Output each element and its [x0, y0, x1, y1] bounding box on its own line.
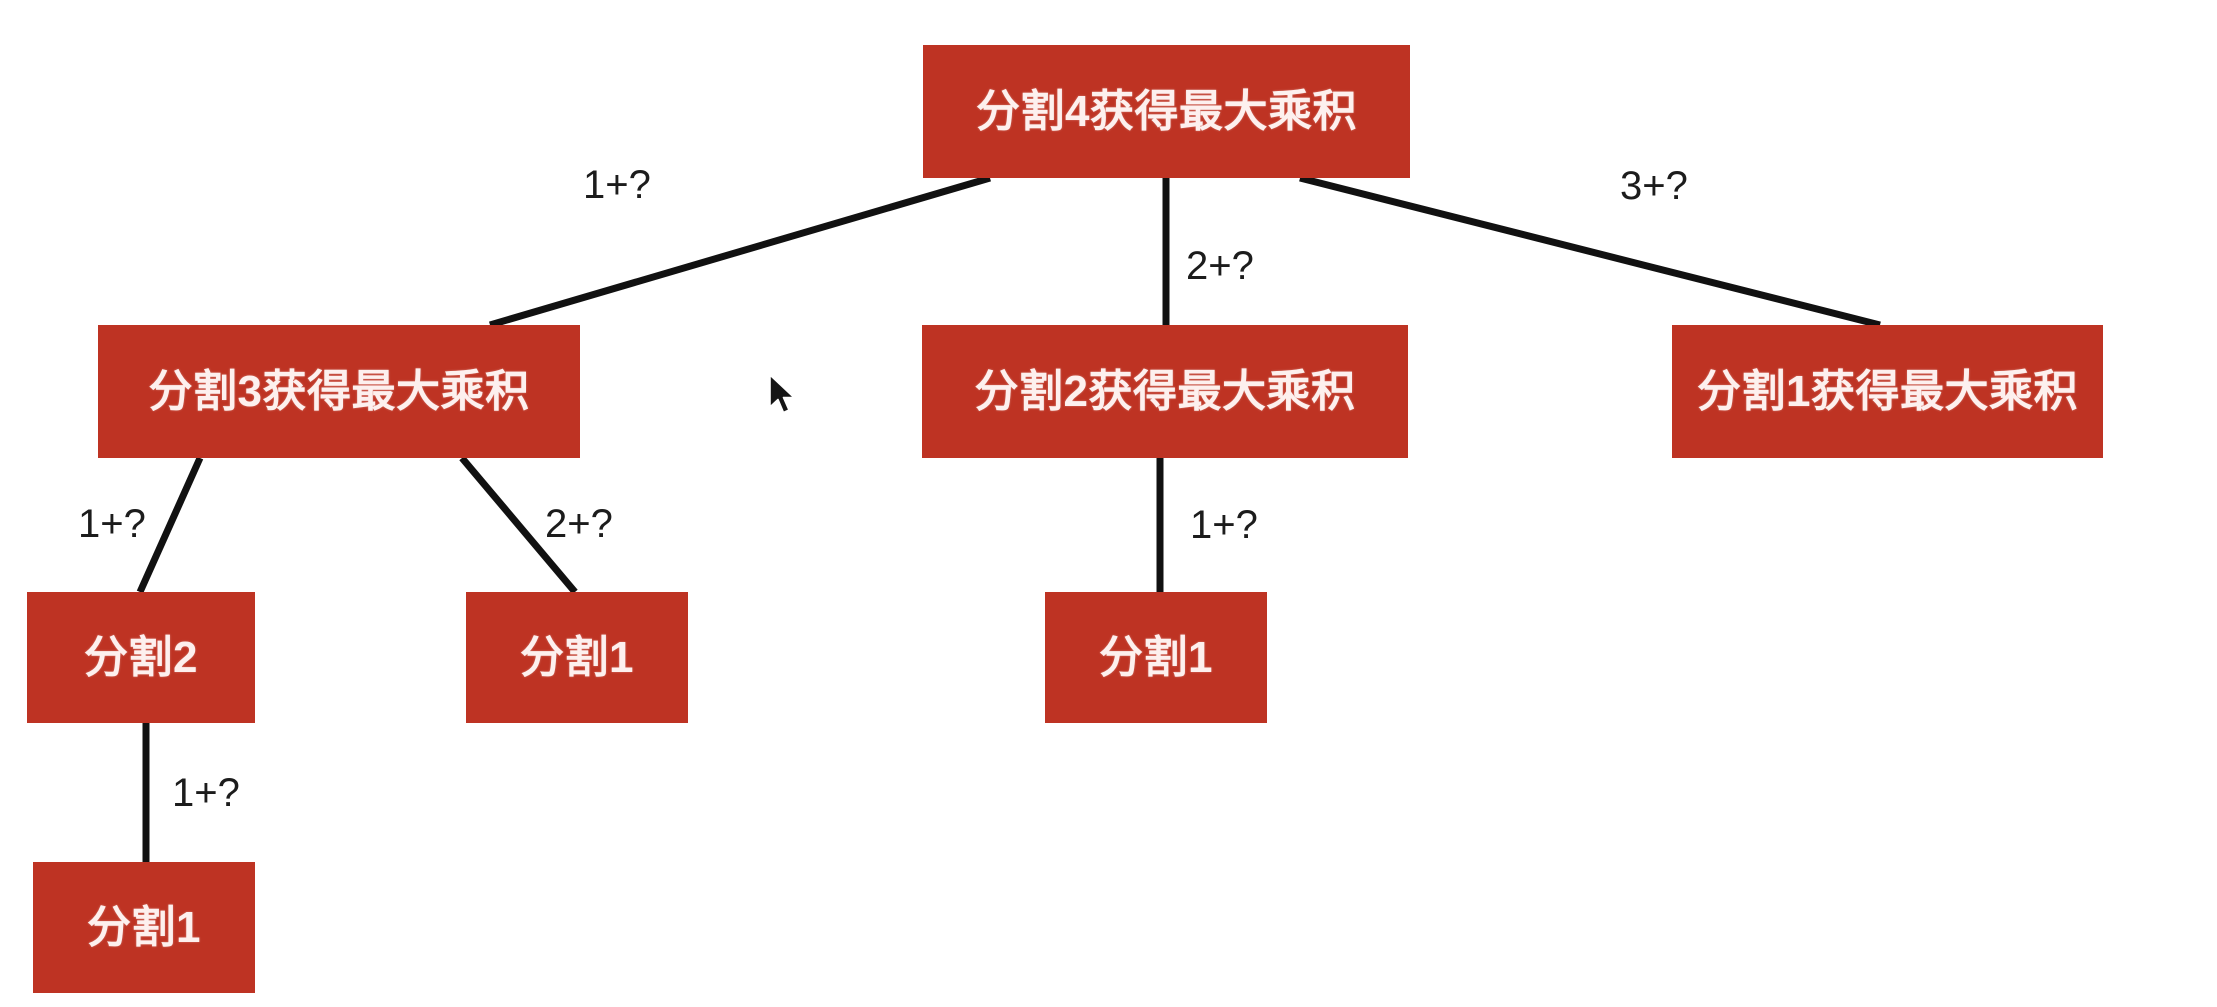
tree-node-n4[interactable]: 分割4获得最大乘积 [923, 45, 1410, 178]
tree-node-label: 分割2获得最大乘积 [974, 366, 1356, 416]
edge-label-e-n4-n2mid: 2+? [1186, 244, 1254, 288]
tree-node-n2mid[interactable]: 分割2获得最大乘积 [922, 325, 1408, 458]
tree-node-n3_b[interactable]: 分割1 [466, 592, 688, 723]
edge-label-e-n3-n3b: 2+? [545, 502, 613, 546]
tree-node-label: 分割1 [520, 632, 634, 682]
tree-node-label: 分割1 [1099, 632, 1213, 682]
tree-node-n3_a[interactable]: 分割2 [27, 592, 255, 723]
edge-label-e-n4-n1right: 3+? [1620, 164, 1688, 208]
tree-edge [136, 456, 204, 594]
tree-node-n1right[interactable]: 分割1获得最大乘积 [1672, 325, 2103, 458]
tree-node-n3_a_1[interactable]: 分割1 [33, 862, 255, 993]
tree-node-n3[interactable]: 分割3获得最大乘积 [98, 325, 580, 458]
tree-node-label: 分割4获得最大乘积 [976, 86, 1357, 136]
edge-label-e-n4-n3: 1+? [583, 163, 651, 207]
tree-node-label: 分割3获得最大乘积 [148, 366, 530, 416]
tree-node-n2_a[interactable]: 分割1 [1045, 592, 1267, 723]
edge-label-e-n2mid-n2a: 1+? [1190, 503, 1258, 547]
tree-node-label: 分割1 [87, 902, 201, 952]
edge-label-e-n3-n3a: 1+? [78, 502, 146, 546]
tree-edge [1299, 174, 1881, 329]
edge-label-e-n3a-n3a1: 1+? [172, 771, 240, 815]
tree-edge [459, 455, 578, 595]
tree-edge [489, 174, 991, 329]
tree-node-label: 分割1获得最大乘积 [1697, 366, 2078, 416]
tree-node-label: 分割2 [84, 632, 198, 682]
